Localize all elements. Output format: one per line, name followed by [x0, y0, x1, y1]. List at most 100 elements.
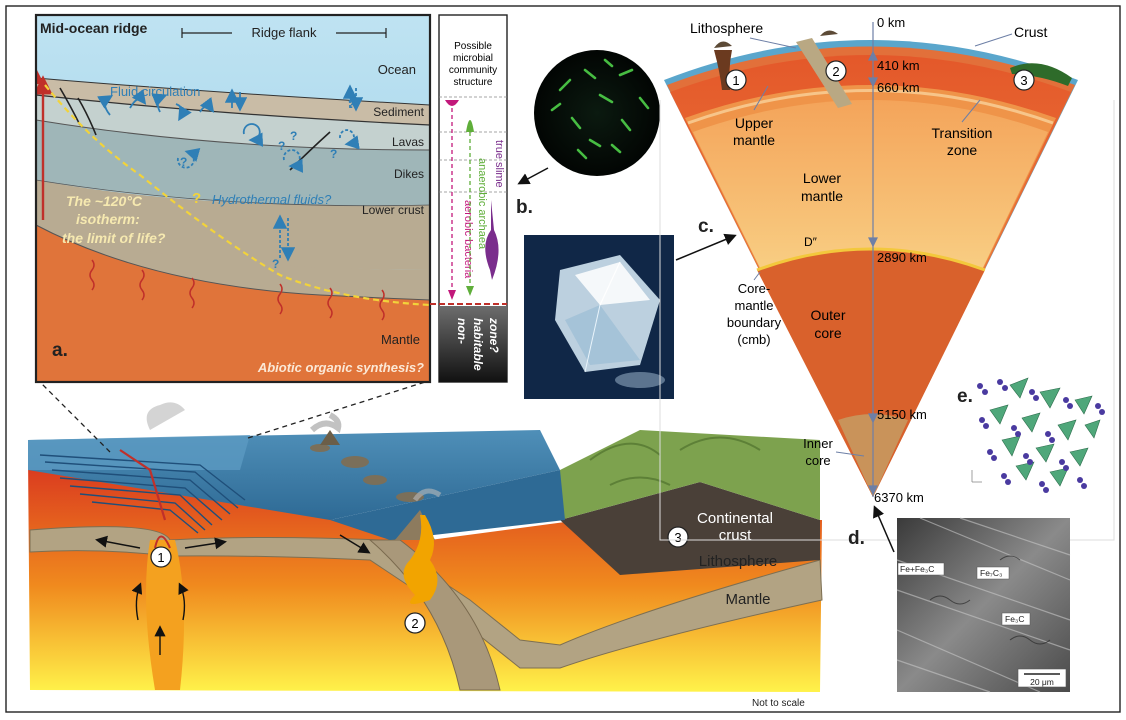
ridge-fissures — [39, 454, 246, 534]
depth-410: 410 km — [877, 58, 920, 73]
non-habitable-label-1: non- — [455, 318, 469, 344]
lavas-label: Lavas — [392, 135, 424, 149]
microbial-header-4: structure — [454, 77, 493, 88]
panel-a-title: Mid-ocean ridge — [40, 20, 148, 36]
non-habitable-label-3: zone? — [487, 317, 501, 353]
inner-core-label-1: Inner — [803, 436, 833, 451]
dikes-label: Dikes — [394, 167, 424, 181]
panel-e: e. — [957, 377, 1105, 493]
svg-text:?: ? — [348, 97, 355, 111]
crystal-atoms — [977, 379, 1105, 493]
mantle-label-a: Mantle — [381, 332, 420, 347]
block-marker-1: 1 — [150, 546, 172, 568]
fluid-circulation-glyphs — [97, 84, 364, 262]
sem-scale-bar: 20 μm — [1030, 677, 1054, 687]
svg-text:?: ? — [180, 155, 187, 169]
cmb-label-4: (cmb) — [737, 332, 770, 347]
wedge-marker-2: 2 — [825, 60, 847, 82]
sem-label-fe7c3: Fe₇C₃ — [980, 568, 1002, 578]
depth-2890: 2890 km — [877, 250, 927, 265]
lithosphere-label-c: Lithosphere — [690, 20, 763, 36]
svg-text:3: 3 — [674, 530, 681, 545]
layer-lavas — [36, 95, 430, 150]
panel-a: ? ? ? ? ? ? — [36, 15, 430, 382]
wedge-marker-3: 3 — [1013, 69, 1035, 91]
wedge-marker-1: 1 — [725, 69, 747, 91]
fluid-circulation-label: Fluid circulation — [110, 84, 200, 99]
true-slime-label: true slime — [493, 140, 505, 188]
block-lithosphere-label: Lithosphere — [699, 553, 777, 570]
svg-text:3: 3 — [1020, 73, 1027, 88]
upper-mantle-label-1: Upper — [735, 115, 773, 131]
svg-text:?: ? — [330, 147, 337, 161]
svg-text:?: ? — [278, 139, 285, 153]
microbial-header-1: Possible — [454, 41, 492, 52]
heat-squiggles — [89, 259, 385, 321]
layer-dikes — [36, 120, 430, 206]
wedge-outer-core — [757, 249, 985, 497]
diamond-pointer — [675, 233, 737, 261]
block-marker-3: 3 — [667, 526, 689, 548]
svg-text:?: ? — [290, 129, 297, 143]
ridge-flank-label: Ridge flank — [251, 25, 317, 40]
crust-label-c: Crust — [1014, 24, 1048, 40]
isotherm-label-3: the limit of life? — [62, 230, 166, 246]
ridge-flank-bracket — [181, 28, 387, 38]
panel-d: d. Fe+Fe₃C Fe₇C₃ Fe₃C 20 μm — [848, 505, 1071, 693]
question-marks: ? ? ? ? ? ? — [180, 97, 355, 271]
isotherm-label-2: isotherm: — [76, 211, 140, 227]
svg-text:2: 2 — [832, 64, 839, 79]
abiotic-label: Abiotic organic synthesis? — [257, 360, 424, 375]
svg-text:?: ? — [272, 257, 279, 271]
outer-core-label-1: Outer — [810, 307, 845, 323]
lower-mantle-label-2: mantle — [801, 188, 843, 204]
svg-text:2: 2 — [411, 616, 418, 631]
isotherm-label-1: The ~120°C — [66, 193, 143, 209]
crystal-tetrahedra — [989, 377, 1101, 487]
block-continental-crust-label-2: crust — [719, 527, 752, 544]
microbial-header-3: community — [449, 65, 497, 76]
depth-660: 660 km — [877, 80, 920, 95]
panel-d-letter: d. — [848, 528, 865, 549]
panel-b-letter: b. — [516, 197, 533, 218]
isotherm-question: ? — [192, 190, 201, 207]
panel-c-letter: c. — [698, 216, 714, 237]
sem-label-fe3c: Fe₃C — [1005, 614, 1025, 624]
transition-zone-label-1: Transition — [932, 125, 993, 141]
sediment-label: Sediment — [373, 105, 424, 119]
cmb-label-3: boundary — [727, 315, 782, 330]
panel-a-letter: a. — [52, 340, 68, 361]
isotherm-line — [44, 84, 430, 307]
block-continental-crust-label-1: Continental — [697, 510, 773, 527]
panel-c: 0 km 410 km 660 km 2890 km 5150 km 6370 … — [659, 15, 1115, 541]
panel-e-letter: e. — [957, 386, 973, 407]
figure-frame — [5, 5, 1121, 713]
inner-core-label-2: core — [805, 453, 830, 468]
anaerobic-archaea-label: anaerobic archaea — [476, 158, 488, 250]
lower-mantle-label-1: Lower — [803, 170, 841, 186]
microbial-column: Possible microbial community structure a… — [430, 14, 508, 383]
cmb-label-1: Core- — [738, 281, 771, 296]
continental-crust-block — [560, 482, 820, 575]
upper-mantle-label-2: mantle — [733, 132, 775, 148]
svg-text:1: 1 — [732, 73, 739, 88]
block-mantle-label: Mantle — [725, 591, 770, 608]
layer-mantle — [36, 225, 430, 382]
block-marker-2: 2 — [404, 612, 426, 634]
panel-b: b. — [516, 50, 660, 218]
outer-core-label-2: core — [814, 325, 841, 341]
cmb-label-2: mantle — [734, 298, 773, 313]
depth-5150: 5150 km — [877, 407, 927, 422]
svg-text:1: 1 — [157, 550, 164, 565]
microbial-header-2: microbial — [453, 53, 493, 64]
leader-right — [247, 381, 426, 439]
leader-left — [39, 381, 111, 453]
sem-label-fe-fe3c: Fe+Fe₃C — [900, 564, 934, 574]
mantle-plume — [146, 540, 184, 690]
aerobic-bacteria-label: aerobic bacteria — [462, 200, 474, 279]
panel-a-frame — [34, 13, 432, 384]
depth-0: 0 km — [877, 15, 905, 30]
diamond-photo — [524, 233, 737, 399]
non-habitable-label-2: habitable — [471, 318, 485, 371]
